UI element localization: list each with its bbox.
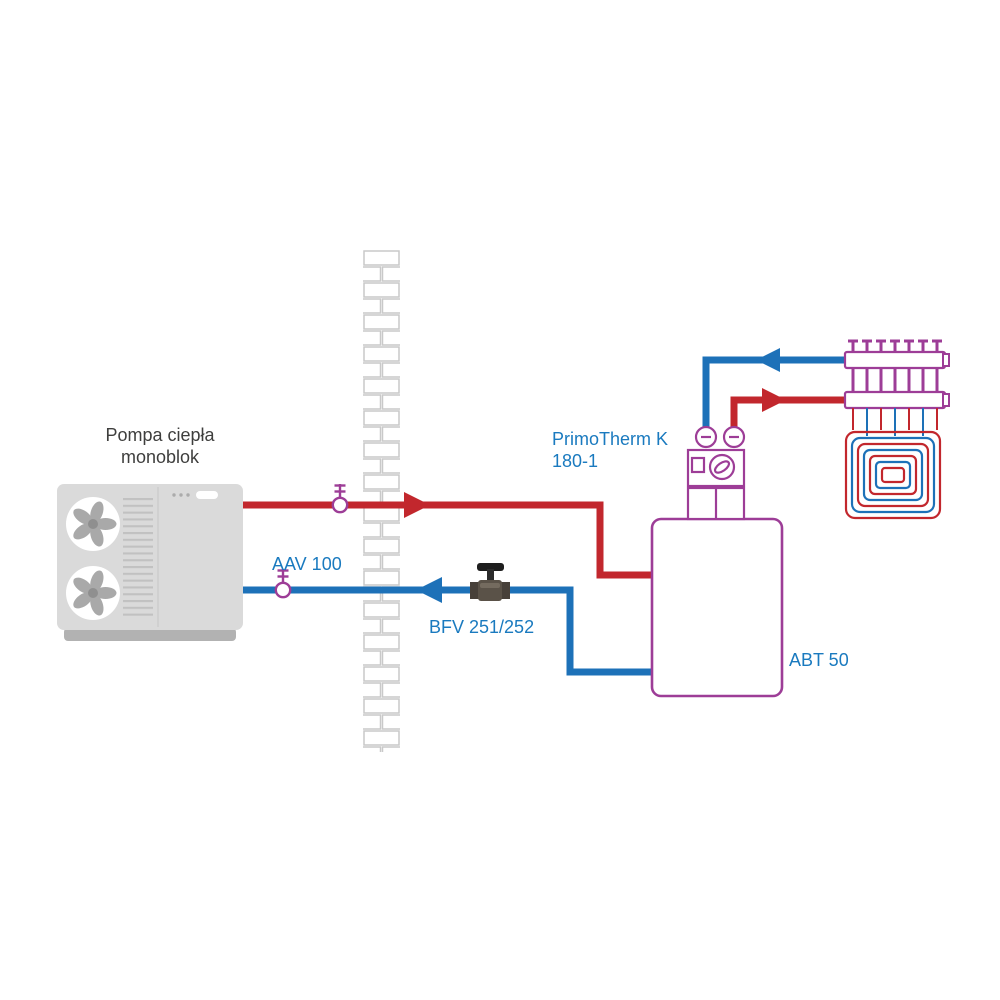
supply-flow-arrow-icon xyxy=(762,388,786,412)
fan-icon xyxy=(66,566,120,620)
supply-pipe xyxy=(240,492,658,579)
air-vent-valve-icon xyxy=(331,482,349,514)
aav-label: AAV 100 xyxy=(272,554,342,574)
return-flow-arrow-icon xyxy=(416,577,442,603)
control-dot xyxy=(179,493,183,497)
control-display xyxy=(196,491,218,499)
wall-bricks xyxy=(363,250,400,752)
supply-flow-arrow-icon xyxy=(404,492,430,518)
manifold-bottom-bar xyxy=(843,390,947,410)
return-flow-arrow-icon xyxy=(756,348,780,372)
heat-pump-unit xyxy=(57,484,243,641)
valve-icon xyxy=(690,456,706,474)
primotherm-label-line2: 180-1 xyxy=(552,451,599,471)
bfv-label: BFV 251/252 xyxy=(429,617,535,637)
primotherm-label-line1: PrimoTherm K xyxy=(552,429,669,449)
abt-label: ABT 50 xyxy=(789,650,849,670)
heat-pump-base xyxy=(64,628,236,641)
buffer-tank xyxy=(650,517,784,698)
heat-pump-vents xyxy=(123,498,153,620)
pump-group xyxy=(686,425,746,521)
heating-manifold xyxy=(843,339,950,436)
floor-heating-coil xyxy=(844,430,942,520)
return-pipe xyxy=(240,577,658,676)
pump-group-circuit xyxy=(702,348,845,434)
heat-pump-label-line2: monoblok xyxy=(120,447,200,467)
ball-valve-icon xyxy=(470,563,510,601)
control-dot xyxy=(186,493,190,497)
fan-icon xyxy=(66,497,120,551)
heat-pump-label-line1: Pompa ciepła xyxy=(105,425,215,445)
manifold-top-bar xyxy=(843,350,947,370)
control-dot xyxy=(172,493,176,497)
